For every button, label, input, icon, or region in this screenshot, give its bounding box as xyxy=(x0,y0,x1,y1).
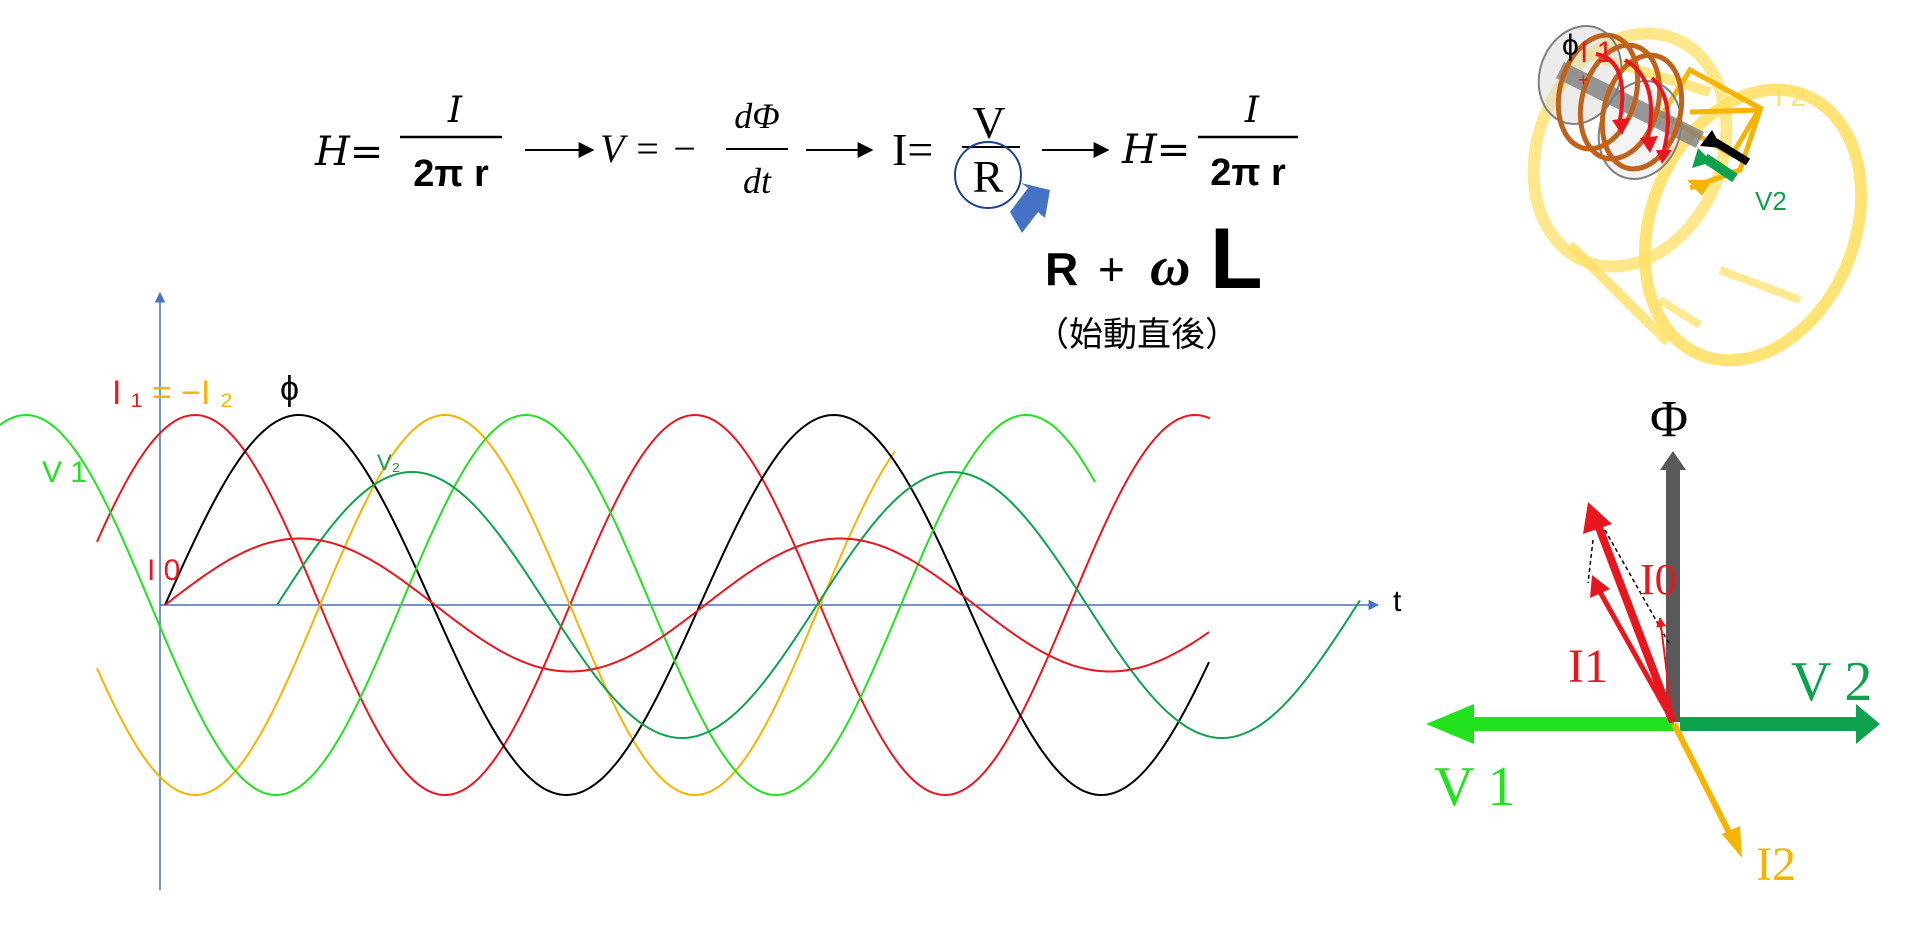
phasor-v1-shaft xyxy=(1470,717,1674,731)
coil-label-phi: ϕ xyxy=(1562,29,1579,62)
label-v1: V 1 xyxy=(42,456,87,489)
eq4-denominator: 2π r xyxy=(1210,152,1286,194)
equation-3: I= V R xyxy=(892,97,1022,209)
primary-coil-2 xyxy=(1577,42,1663,162)
equation-1: H= I 2π r xyxy=(314,90,502,195)
phasor-i1-component-head xyxy=(1590,575,1610,598)
phasor-helper-dash-2 xyxy=(1604,529,1671,646)
title-i2: −I ₂ xyxy=(181,374,233,412)
series-line-3 xyxy=(164,413,1210,797)
eq2-denominator: dt xyxy=(743,161,772,201)
pointer-arrow-icon xyxy=(1010,183,1050,233)
svg-text:I ₁ = −I ₂: I ₁ = −I ₂ xyxy=(112,374,233,412)
coil-illustration: ϕ I 1 + I 2 V2 xyxy=(1527,25,1868,367)
phasor-v2-head xyxy=(1856,704,1880,744)
impedance-omega: ω xyxy=(1150,236,1191,298)
label-i0: I 0 xyxy=(147,554,180,587)
impedance-l: L xyxy=(1210,211,1263,307)
startup-note: （始動直後） xyxy=(1035,316,1239,354)
eq3-lhs: I= xyxy=(892,124,933,175)
phasor-v2-shaft xyxy=(1680,717,1860,731)
phasor-label-phi: Φ xyxy=(1650,391,1688,448)
phasor-label-v2: V 2 xyxy=(1791,651,1872,713)
phasor-i1-shaft xyxy=(1594,523,1677,724)
phasor-i2-shaft xyxy=(1671,722,1735,840)
series-line-6 xyxy=(164,537,1210,673)
phasor-helper-dash-1 xyxy=(1587,539,1594,584)
series-line-5 xyxy=(276,470,1361,740)
phasor-i2-head xyxy=(1722,826,1742,858)
waveform-chart: t I ₁ = −I ₂ ϕ V 1 V₂ I 0 xyxy=(0,291,1402,890)
phasor-label-v1: V 1 xyxy=(1434,756,1515,818)
impedance-r: R xyxy=(1045,243,1078,295)
phasor-i0-arrow xyxy=(1656,617,1674,723)
coil-label-i2: I 2 xyxy=(1775,81,1806,112)
impedance-expression: R + ω L （始動直後） xyxy=(1035,211,1263,354)
outer-ring-front xyxy=(1638,83,1868,367)
eq1-denominator: 2π r xyxy=(413,153,489,195)
waveform-curves xyxy=(0,413,1361,797)
series-line-2 xyxy=(96,413,896,797)
x-axis-label: t xyxy=(1393,585,1402,618)
title-phi: ϕ xyxy=(280,370,299,408)
phasor-label-i2: I2 xyxy=(1756,838,1796,891)
eq1-lhs: H= xyxy=(314,129,383,175)
eq4-numerator: I xyxy=(1244,90,1260,131)
eq1-numerator: I xyxy=(447,90,463,131)
title-eq: = xyxy=(142,374,181,412)
impedance-plus: + xyxy=(1098,243,1125,295)
eq4-lhs: H= xyxy=(1121,127,1190,173)
phasor-i1-component xyxy=(1597,590,1676,724)
primary-coil-3 xyxy=(1599,52,1685,172)
title-i1: I ₁ xyxy=(112,374,142,412)
series-line-1 xyxy=(96,413,1211,797)
label-v2: V₂ xyxy=(377,450,400,475)
phasor-v1-head xyxy=(1426,704,1474,744)
eq3-numerator: V xyxy=(972,97,1005,148)
eq2-lhs: V = − xyxy=(600,126,698,171)
equation-4: H= I 2π r xyxy=(1121,90,1298,194)
eq2-numerator: dΦ xyxy=(734,96,779,136)
coil-label-i1: I 1 xyxy=(1580,36,1613,69)
equation-2: V = − dΦ dt xyxy=(600,96,788,201)
phasor-phi-shaft xyxy=(1666,468,1680,722)
phasor-label-i0: I0 xyxy=(1640,555,1677,604)
waveform-title: I ₁ = −I ₂ ϕ xyxy=(112,370,299,412)
phasor-phi-head xyxy=(1660,451,1686,470)
coil-label-plus: + xyxy=(1578,70,1589,90)
primary-coil-1 xyxy=(1555,32,1641,152)
denominator-highlight-circle xyxy=(954,141,1022,209)
phasor-diagram: Φ V 1 V 2 I2 I1 I0 xyxy=(1426,391,1880,891)
eq3-denominator: R xyxy=(973,151,1004,202)
series-line-4 xyxy=(0,413,1096,797)
phasor-label-i1: I1 xyxy=(1568,640,1608,693)
coil-label-v2: V2 xyxy=(1755,186,1787,216)
phasor-i1-head xyxy=(1583,502,1612,534)
